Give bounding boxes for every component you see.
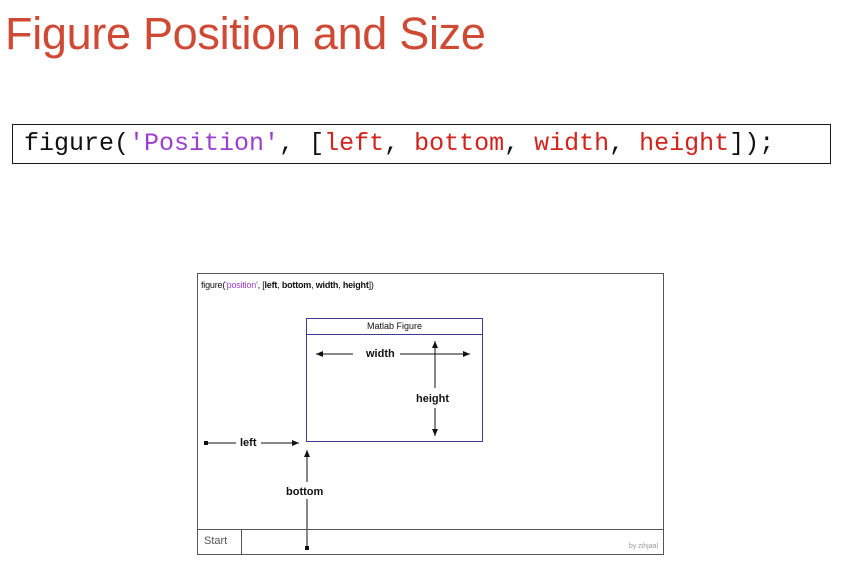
left-label: left	[238, 437, 259, 450]
caption-left: left	[264, 280, 278, 290]
code-arg-height: height	[639, 129, 730, 158]
caption-width: width	[315, 280, 339, 290]
code-punct: , [	[279, 129, 325, 158]
code-arg-width: width	[534, 129, 610, 158]
start-button: Start	[198, 529, 242, 555]
code-punct: ,	[504, 129, 535, 158]
caption-punct: ,	[311, 280, 316, 290]
position-diagram: figure('position', [left, bottom, width,…	[197, 273, 664, 555]
figure-window-titlebar: Matlab Figure	[307, 319, 482, 335]
caption-string: 'position'	[225, 280, 258, 290]
height-label: height	[414, 393, 451, 406]
code-arg-left: left	[324, 129, 385, 158]
diagram-caption: figure('position', [left, bottom, width,…	[201, 280, 374, 290]
slide-title: Figure Position and Size	[5, 8, 486, 59]
code-function: figure(	[24, 129, 130, 158]
code-snippet: figure('Position', [left, bottom, width,…	[12, 124, 831, 164]
credit-text: by zihjaal	[628, 543, 658, 550]
taskbar	[198, 529, 663, 530]
matlab-figure-window: Matlab Figure	[306, 318, 483, 442]
caption-punct: ,	[277, 280, 282, 290]
code-suffix: ]);	[729, 129, 775, 158]
code-punct: ,	[609, 129, 640, 158]
caption-punct: , [	[257, 280, 265, 290]
caption-suffix: ])	[368, 280, 374, 290]
caption-height: height	[342, 280, 369, 290]
caption-punct: ,	[338, 280, 343, 290]
code-string-position: 'Position'	[129, 129, 280, 158]
bottom-origin-marker	[305, 546, 309, 550]
bottom-label: bottom	[284, 486, 326, 499]
code-punct: ,	[384, 129, 415, 158]
caption-function: figure(	[201, 280, 226, 290]
left-origin-marker	[204, 441, 208, 445]
code-arg-bottom: bottom	[414, 129, 505, 158]
width-label: width	[364, 348, 397, 361]
caption-bottom: bottom	[281, 280, 312, 290]
dimension-arrows	[204, 341, 470, 550]
